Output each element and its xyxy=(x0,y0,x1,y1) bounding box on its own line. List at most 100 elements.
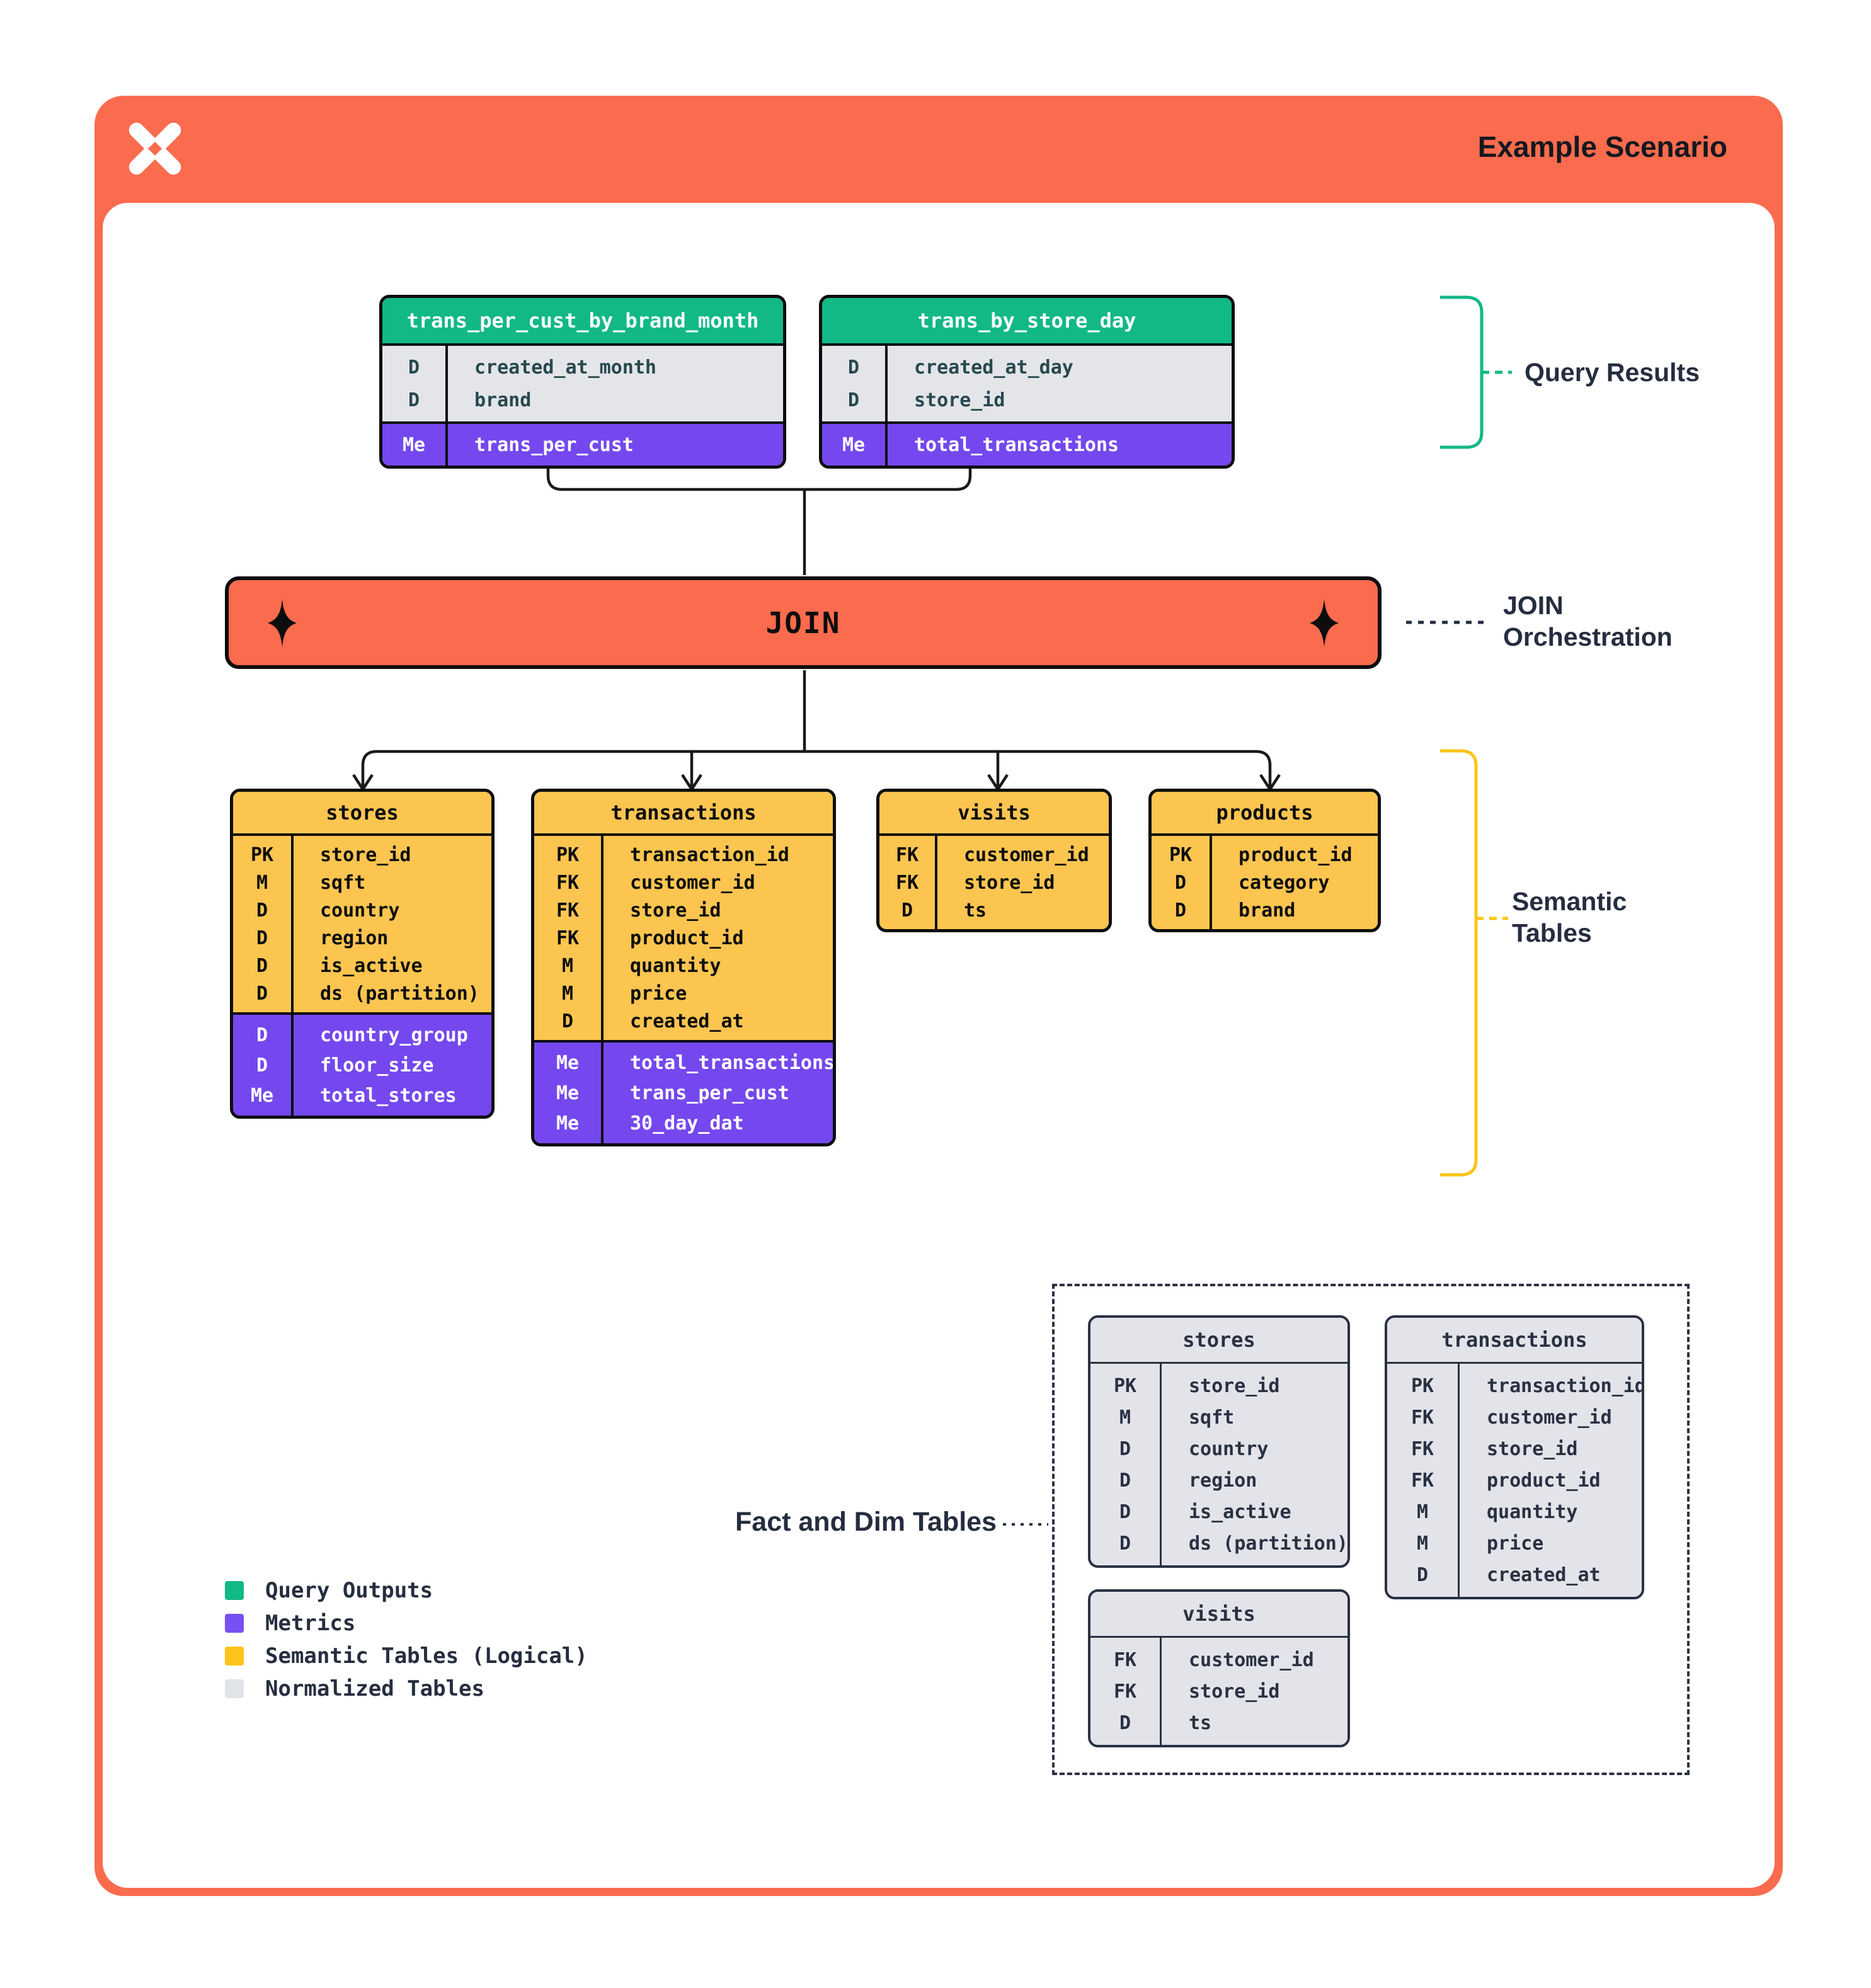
row-key: D xyxy=(256,927,268,949)
row-name: region xyxy=(320,927,389,949)
row-key: D xyxy=(561,1010,574,1032)
row-key: Me xyxy=(842,433,866,456)
semantic-tables-label: Semantic Tables xyxy=(1512,887,1627,948)
row-key: D xyxy=(256,954,268,977)
row-name: is_active xyxy=(1189,1500,1291,1523)
normalized-tables-swatch-icon xyxy=(225,1679,244,1698)
table-row: Me trans_per_cust xyxy=(534,1078,833,1108)
fact-dim-tables-box xyxy=(1052,1284,1690,1775)
row-key: D xyxy=(256,982,268,1005)
row-name: store_id xyxy=(1487,1437,1578,1460)
fact-dim-tables-label: Fact and Dim Tables xyxy=(735,1507,997,1537)
row-name: is_active xyxy=(320,954,423,977)
join-bar: JOIN xyxy=(225,576,1382,669)
row-name: quantity xyxy=(630,954,721,977)
row-name: created_at_month xyxy=(474,356,656,379)
row-name: transaction_id xyxy=(630,843,789,866)
row-name: customer_id xyxy=(964,843,1089,866)
row-name: price xyxy=(1487,1532,1544,1555)
table-row: FK customer_id xyxy=(879,841,1109,869)
row-key: D xyxy=(1119,1469,1131,1492)
table-title: trans_by_store_day xyxy=(822,298,1232,346)
legend: Query Outputs Metrics Semantic Tables (L… xyxy=(225,1578,588,1712)
row-name: sqft xyxy=(320,871,366,894)
row-key: D xyxy=(408,356,420,379)
row-name: product_id xyxy=(630,927,744,949)
row-name: trans_per_cust xyxy=(630,1082,789,1104)
legend-item: Normalized Tables xyxy=(225,1676,588,1701)
table-title: transactions xyxy=(1387,1318,1642,1364)
metrics-swatch-icon xyxy=(225,1614,244,1633)
row-key: FK xyxy=(1410,1406,1434,1429)
row-key: Me xyxy=(250,1084,274,1107)
row-key: D xyxy=(256,1024,268,1046)
row-name: total_stores xyxy=(320,1084,457,1107)
row-key: D xyxy=(847,356,860,379)
row-key: D xyxy=(847,389,860,411)
row-key: FK xyxy=(556,871,580,894)
row-name: customer_id xyxy=(630,871,755,894)
row-key: M xyxy=(256,871,268,894)
row-key: D xyxy=(1119,1532,1131,1555)
row-name: sqft xyxy=(1189,1406,1235,1429)
row-key: Me xyxy=(556,1051,580,1074)
row-key: Me xyxy=(556,1082,580,1104)
table-row: Me total_stores xyxy=(233,1080,491,1111)
row-key: PK xyxy=(1169,843,1193,866)
row-key: D xyxy=(1416,1563,1429,1586)
row-name: quantity xyxy=(1487,1500,1578,1523)
row-name: total_transactions xyxy=(630,1051,835,1074)
row-name: ts xyxy=(964,899,987,922)
row-key: PK xyxy=(250,843,274,866)
row-key: FK xyxy=(556,899,580,922)
row-key: Me xyxy=(402,433,426,456)
row-name: store_id xyxy=(964,871,1055,894)
row-name: brand xyxy=(474,389,532,411)
row-key: M xyxy=(1119,1406,1131,1429)
row-name: product_id xyxy=(1487,1469,1601,1492)
diamond-icon xyxy=(268,598,297,647)
row-key: D xyxy=(256,1054,268,1077)
row-key: FK xyxy=(895,871,919,894)
row-name: ds (partition) xyxy=(1189,1532,1348,1555)
pinwheel-logo-icon xyxy=(126,120,184,178)
row-name: created_at xyxy=(1487,1563,1601,1586)
legend-item: Metrics xyxy=(225,1611,588,1636)
row-key: M xyxy=(1416,1532,1429,1555)
row-name: created_at_day xyxy=(914,356,1073,379)
row-key: FK xyxy=(895,843,919,866)
table-row: Me total_transactions xyxy=(534,1048,833,1078)
row-name: ts xyxy=(1189,1711,1212,1734)
row-key: D xyxy=(256,899,268,922)
table-title: transactions xyxy=(534,792,833,836)
table-row: FK customer_id xyxy=(534,869,833,896)
